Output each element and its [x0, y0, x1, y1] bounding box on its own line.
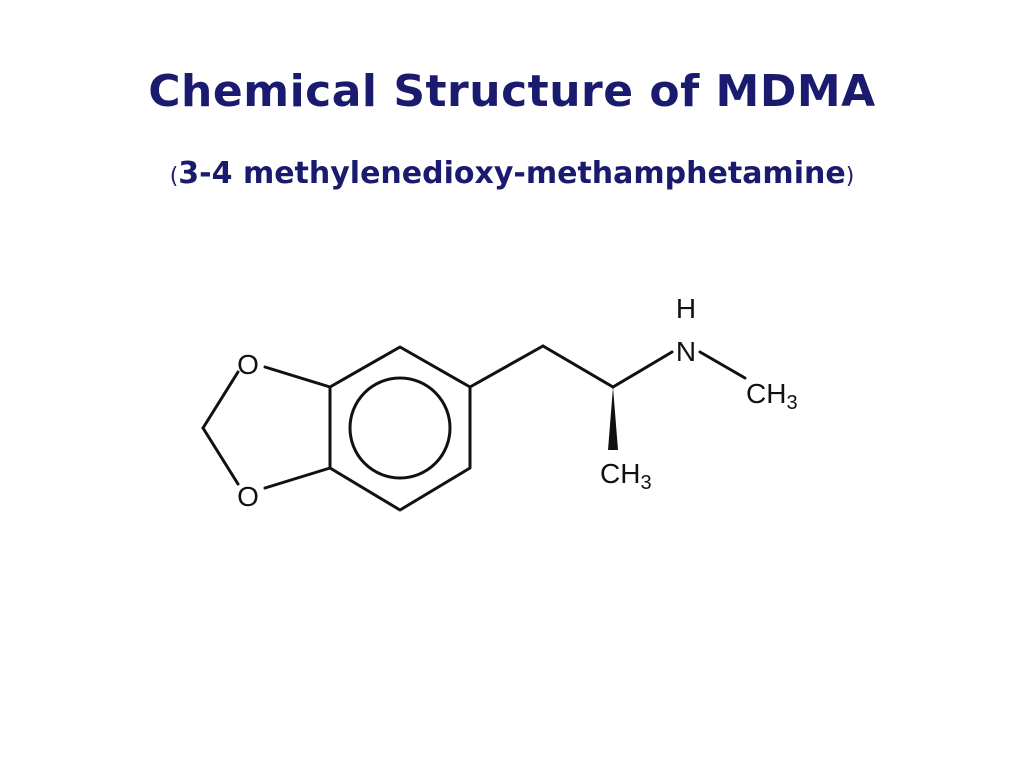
slide-title: Chemical Structure of MDMA: [148, 66, 876, 117]
n-methyl-label: CH3: [746, 378, 798, 414]
n-methyl-subscript: 3: [786, 392, 797, 414]
chiral-methyl-label: CH3: [600, 458, 652, 494]
oxygen-bottom-label: O: [237, 481, 259, 512]
wedge-bond-chiral-methyl: [608, 387, 618, 450]
chiral-methyl-ch: CH: [600, 458, 640, 489]
subtitle-close-paren: ): [845, 164, 855, 189]
bond-chiral-c-n: [611, 350, 674, 389]
nitrogen-label: N: [676, 336, 696, 367]
subtitle-text: 3-4 methylenedioxy-methamphetamine: [178, 156, 846, 191]
chiral-methyl-subscript: 3: [640, 472, 651, 494]
bond-ch2-chiral-c: [541, 344, 615, 389]
slide-subtitle: (3-4 methylenedioxy-methamphetamine): [0, 156, 1024, 191]
bond-o-top-ch2: [201, 370, 240, 430]
bond-n-methyl: [698, 350, 747, 380]
hydrogen-label: H: [676, 293, 696, 324]
aromatic-circle: [348, 376, 452, 480]
oxygen-top-label: O: [237, 349, 259, 380]
bond-ring-ch2: [468, 344, 545, 389]
n-methyl-ch: CH: [746, 378, 786, 409]
subtitle-open-paren: (: [169, 164, 179, 189]
bond-ring-o-top: [263, 365, 332, 389]
bond-ring-o-bottom: [263, 466, 332, 490]
bond-ch2-o-bottom: [201, 426, 240, 486]
